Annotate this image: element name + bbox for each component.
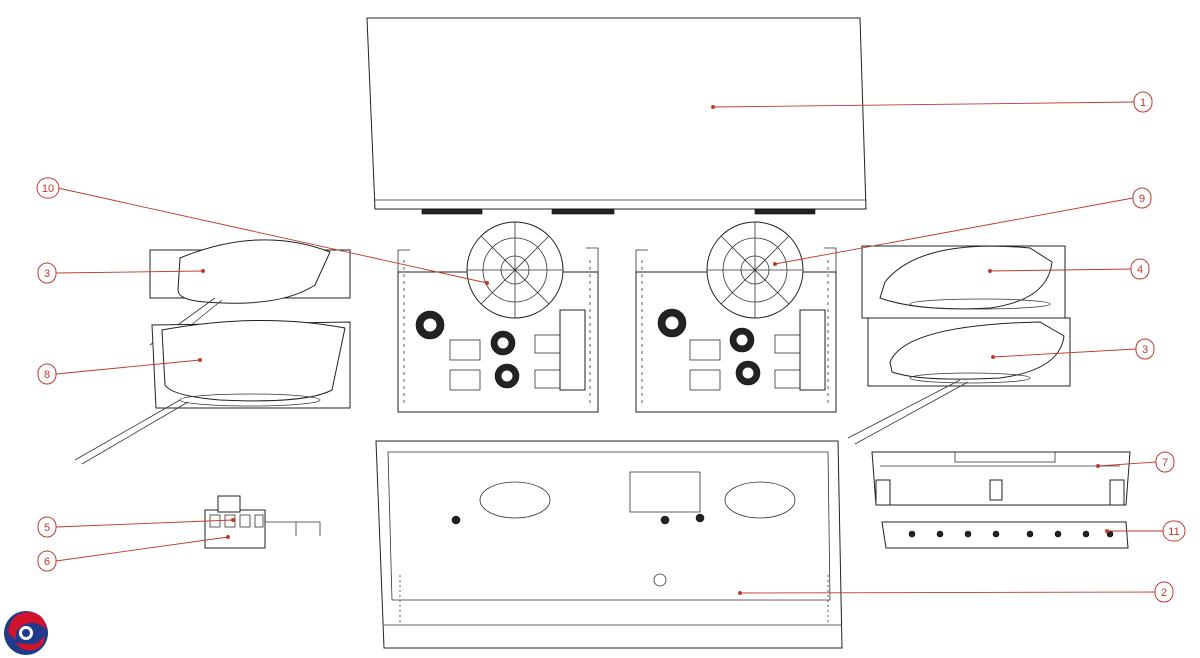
callout-10: 10: [36, 177, 60, 199]
leader-2: [739, 591, 1156, 594]
part-glass-top: [366, 17, 867, 215]
part-control-pcb: [881, 521, 1129, 549]
part-terminal-block: [204, 495, 321, 549]
callout-1: 1: [1133, 91, 1153, 113]
leader-lines: [55, 101, 1163, 595]
part-control-bracket: [871, 451, 1131, 506]
callout-9: 9: [1132, 187, 1152, 209]
svg-text:8: 8: [44, 369, 50, 381]
svg-text:9: 9: [1139, 193, 1145, 205]
part-bottom-chassis: [375, 440, 843, 649]
part-left-induction-module: [397, 221, 599, 413]
leader-5: [55, 519, 234, 528]
part-right-induction-module: [635, 221, 837, 413]
part-coil-left-top: [149, 239, 351, 353]
svg-text:11: 11: [1168, 526, 1179, 538]
svg-text:3: 3: [44, 268, 50, 280]
leader-8: [55, 359, 201, 375]
leader-10: [57, 187, 488, 284]
svg-text:4: 4: [1137, 264, 1143, 276]
svg-text:2: 2: [1161, 587, 1167, 599]
leader-3a: [55, 270, 204, 274]
callout-6: 6: [37, 550, 57, 572]
leader-3b: [992, 348, 1137, 358]
leader-4: [989, 268, 1132, 272]
leader-6: [55, 536, 229, 562]
part-coil-right-bottom: [847, 317, 1071, 445]
callout-7: 7: [1155, 451, 1175, 473]
svg-text:6: 6: [44, 556, 50, 568]
swirl-logo-icon: [4, 611, 48, 655]
callouts: 1 2 3 3 4 5 6 7: [36, 91, 1186, 603]
callout-3-right: 3: [1135, 338, 1155, 360]
leader-9: [774, 197, 1134, 265]
callout-3-left: 3: [37, 262, 57, 284]
svg-text:1: 1: [1140, 97, 1146, 109]
svg-text:7: 7: [1162, 457, 1168, 469]
callout-11: 11: [1162, 520, 1186, 542]
svg-text:5: 5: [44, 522, 50, 534]
svg-text:3: 3: [1142, 344, 1148, 356]
callout-8: 8: [37, 363, 57, 385]
leader-7: [1097, 461, 1157, 467]
callout-4: 4: [1130, 258, 1150, 280]
svg-text:10: 10: [42, 183, 54, 195]
callout-2: 2: [1154, 581, 1174, 603]
part-coil-right-top: [861, 245, 1066, 319]
callout-5: 5: [37, 516, 57, 538]
leader-1: [712, 101, 1135, 108]
part-coil-left-bottom: [74, 320, 351, 465]
